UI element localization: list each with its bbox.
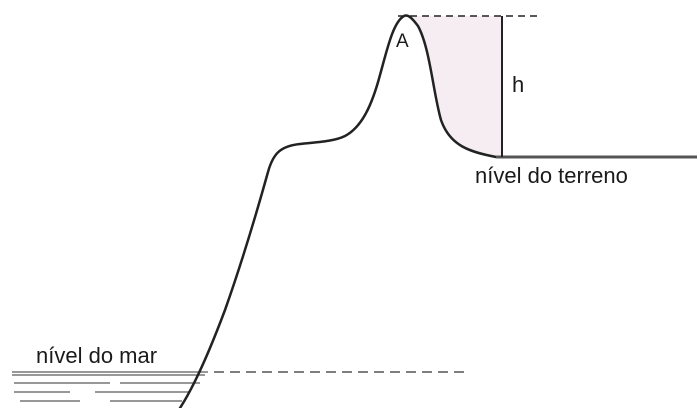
height-shaded-region [404,16,502,157]
sea-level-label: nível do mar [36,343,157,368]
height-label: h [512,72,524,97]
sea-water [12,371,208,402]
terrain-profile [178,14,498,408]
peak-label: A [396,31,409,52]
ground-level-label: nível do terreno [475,163,628,188]
